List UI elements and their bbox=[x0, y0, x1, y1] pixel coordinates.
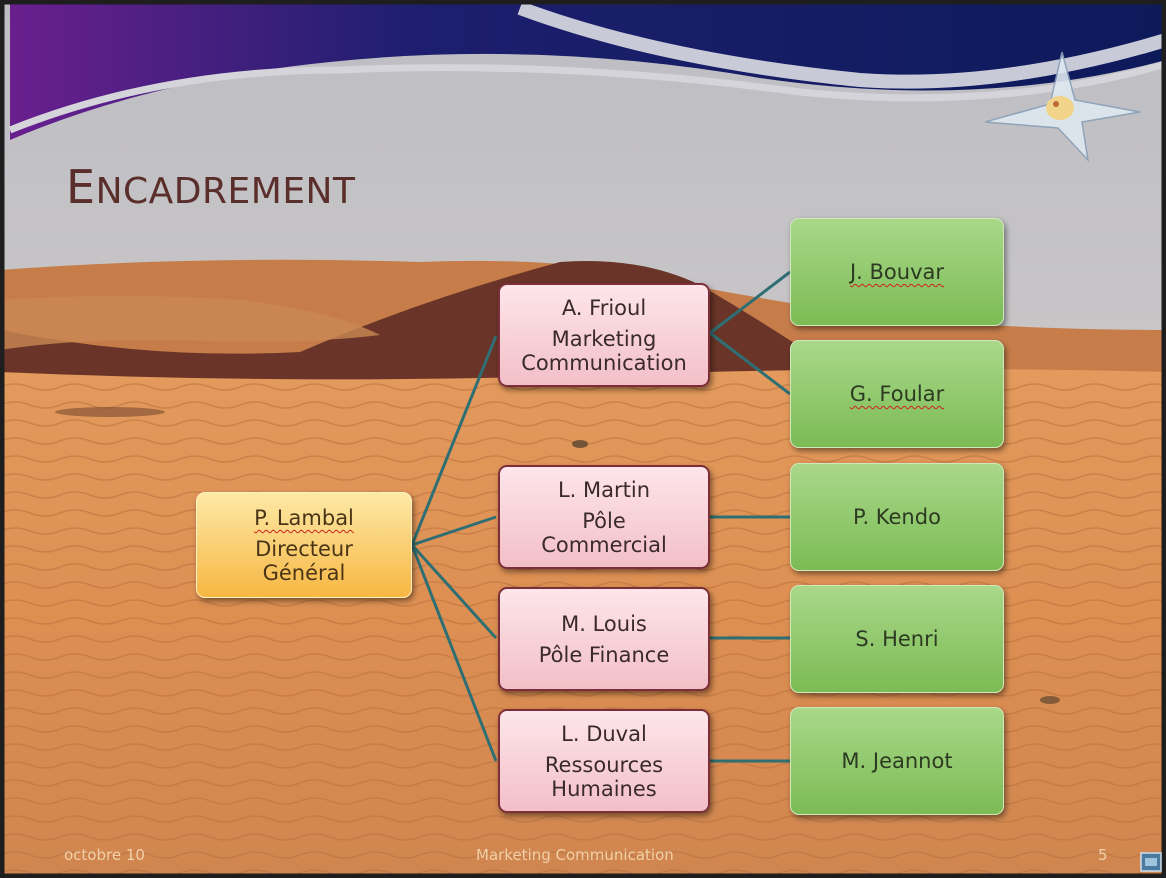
org-node-name: L. Martin bbox=[557, 478, 651, 502]
org-node-name: M. Louis bbox=[561, 612, 647, 636]
org-node-leaf-bouvar: J. Bouvar bbox=[790, 218, 1004, 326]
org-node-role: Pôle Commercial bbox=[541, 509, 667, 557]
org-node-name: S. Henri bbox=[855, 627, 939, 651]
org-node-leaf-henri: S. Henri bbox=[790, 585, 1004, 693]
org-node-dept-duval: L. Duval Ressources Humaines bbox=[498, 709, 710, 813]
connector-root-duval bbox=[410, 544, 498, 762]
org-node-name: L. Duval bbox=[561, 722, 647, 746]
org-node-role: Directeur Général bbox=[255, 537, 353, 585]
org-node-leaf-kendo: P. Kendo bbox=[790, 463, 1004, 571]
org-node-name: P. Lambal bbox=[254, 506, 354, 530]
org-node-leaf-jeannot: M. Jeannot bbox=[790, 707, 1004, 815]
slide-title: Encadrement bbox=[66, 160, 355, 214]
org-node-role: Marketing Communication bbox=[521, 327, 687, 375]
org-node-dept-martin: L. Martin Pôle Commercial bbox=[498, 465, 710, 569]
slide-nav-icon[interactable] bbox=[1140, 852, 1162, 872]
connector-root-frioul bbox=[410, 335, 498, 546]
org-node-dept-frioul: A. Frioul Marketing Communication bbox=[498, 283, 710, 387]
org-node-dept-louis: M. Louis Pôle Finance bbox=[498, 587, 710, 691]
org-node-name: A. Frioul bbox=[561, 296, 647, 320]
connector-root-louis bbox=[410, 543, 498, 640]
org-node-role: Ressources Humaines bbox=[544, 753, 664, 801]
org-node-leaf-foular: G. Foular bbox=[790, 340, 1004, 448]
org-node-name: P. Kendo bbox=[853, 505, 941, 529]
org-node-name: M. Jeannot bbox=[841, 749, 953, 773]
footer-date: octobre 10 bbox=[64, 846, 145, 864]
org-node-name: J. Bouvar bbox=[849, 260, 945, 284]
org-node-name: G. Foular bbox=[849, 382, 945, 406]
star-logo-icon bbox=[984, 51, 1141, 163]
page-number: 5 bbox=[1098, 846, 1108, 864]
footer-center: Marketing Communication bbox=[476, 846, 674, 864]
connector-frioul-foular bbox=[709, 331, 791, 396]
connector-frioul-bouvar bbox=[709, 270, 791, 335]
connector-root-martin bbox=[411, 515, 497, 547]
org-node-role: Pôle Finance bbox=[538, 643, 670, 667]
title-first-letter: E bbox=[66, 160, 96, 214]
org-node-root: P. Lambal Directeur Général bbox=[196, 492, 412, 598]
title-rest: ncadrement bbox=[95, 171, 356, 212]
